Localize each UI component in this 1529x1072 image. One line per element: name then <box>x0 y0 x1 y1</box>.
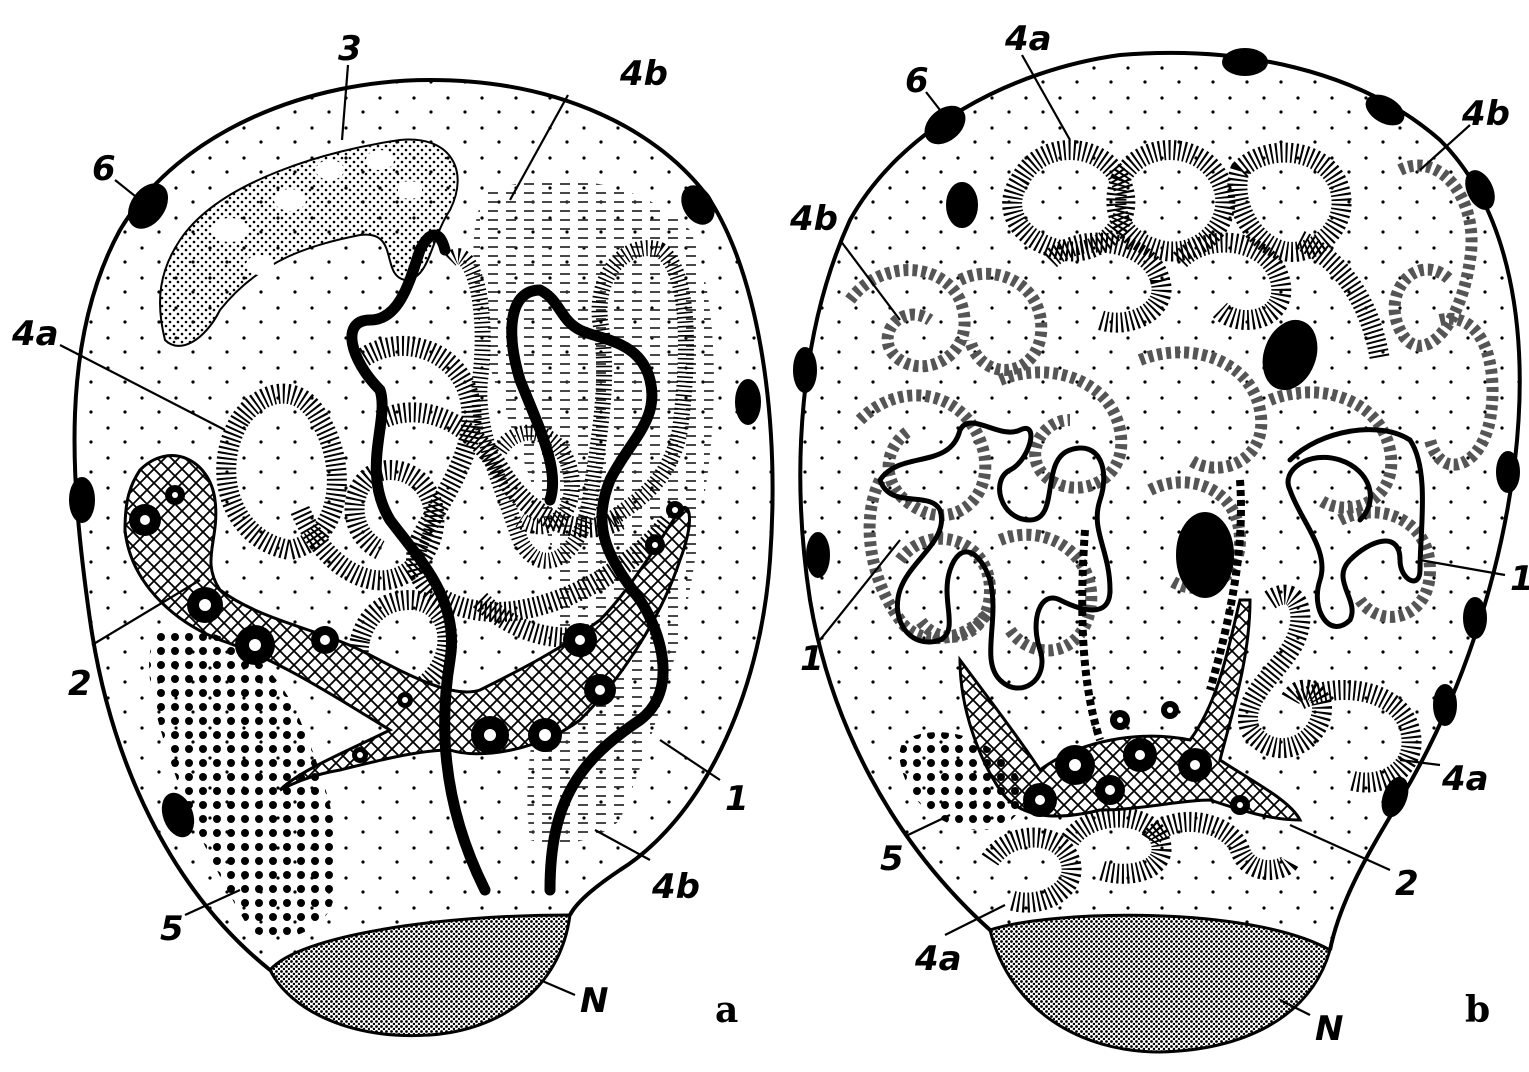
panel-b-label-N: N <box>1315 1009 1343 1049</box>
panel-b-label-4a-top: 4a <box>1004 19 1052 59</box>
panel-b-label-2: 2 <box>1395 864 1419 904</box>
panel-a-label-1: 1 <box>725 779 749 819</box>
panel-b-label-6: 6 <box>905 61 929 101</box>
panel-a-label-3: 3 <box>338 29 362 69</box>
panel-a-label-4b-bottom: 4b <box>651 867 700 907</box>
panel-b-label-1-right: 1 <box>1510 559 1529 599</box>
panel-b-label-4a-right: 4a <box>1441 759 1489 799</box>
panel-a-label-2: 2 <box>68 664 92 704</box>
panel-b-cap-N <box>990 915 1330 1052</box>
panel-a-label-6: 6 <box>92 149 116 189</box>
panel-b-label-4b-left: 4b <box>789 199 838 239</box>
panel-b-label-4a-bottom: 4a <box>914 939 962 979</box>
panel-a-label-5: 5 <box>160 909 184 949</box>
panel-a-label-N: N <box>580 981 608 1021</box>
panel-a: 3 4b 6 4a 2 1 4b 5 N a <box>11 29 773 1036</box>
panel-b-letter: b <box>1465 989 1490 1031</box>
panel-a-label-4b-top: 4b <box>619 54 668 94</box>
panel-b-label-1-left: 1 <box>800 639 824 679</box>
panel-b-label-4b-right: 4b <box>1461 94 1510 134</box>
panel-a-label-4a: 4a <box>11 314 59 354</box>
panel-b: 4a 6 4b 4b 1 1 4a 2 5 4a N b <box>789 19 1529 1052</box>
panel-a-letter: a <box>715 989 738 1031</box>
panel-b-label-5: 5 <box>880 839 904 879</box>
